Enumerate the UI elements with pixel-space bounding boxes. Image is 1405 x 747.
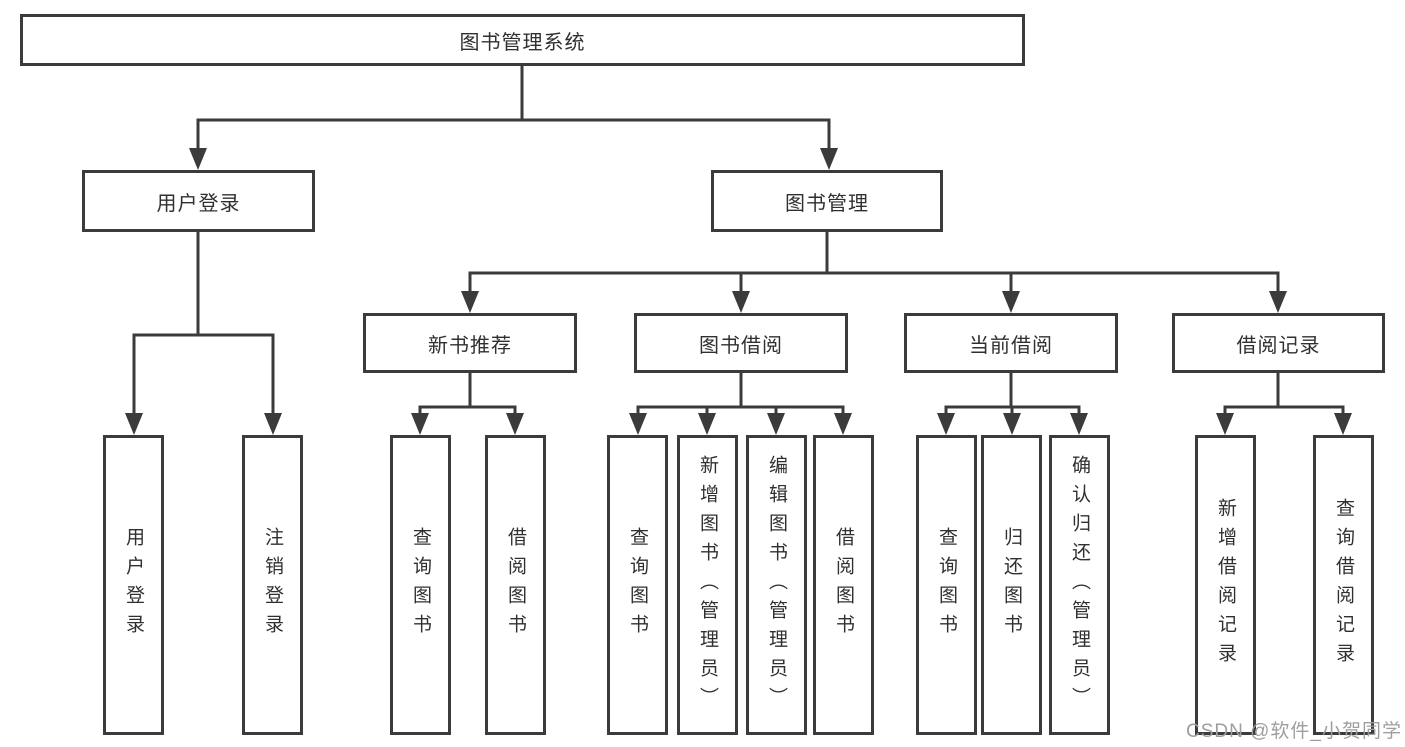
node-label: 当前借阅 [969, 334, 1053, 357]
node-return-books: 归还图书 [981, 435, 1042, 735]
node-label: 借阅记录 [1236, 334, 1321, 357]
node-confirm-return-admin: 确认归还（管理员） [1049, 435, 1110, 735]
node-label: 查询图书 [410, 527, 431, 643]
node-user-login-action: 用户登录 [103, 435, 164, 735]
node-logout: 注销登录 [242, 435, 303, 735]
node-label: 归还图书 [1001, 527, 1022, 643]
node-new-book-recommend: 新书推荐 [363, 313, 577, 373]
node-label: 图书管理 [785, 192, 869, 215]
csdn-watermark: CSDN @软件_小贺同学 [1186, 721, 1402, 742]
node-label: 图书借阅 [699, 334, 783, 357]
node-add-borrow-record: 新增借阅记录 [1195, 435, 1256, 735]
node-label: 编辑图书（管理员） [766, 454, 787, 716]
node-query-borrow-record: 查询借阅记录 [1313, 435, 1374, 735]
node-label: 用户登录 [156, 192, 241, 215]
node-label: 用户登录 [123, 527, 144, 643]
node-current-borrowing: 当前借阅 [904, 313, 1118, 373]
node-label: 借阅图书 [505, 527, 526, 643]
node-borrowing-records: 借阅记录 [1172, 313, 1385, 373]
node-label: 注销登录 [262, 527, 283, 643]
node-label: 确认归还（管理员） [1069, 454, 1090, 716]
node-label: 查询借阅记录 [1333, 498, 1354, 672]
node-query-books-recommend: 查询图书 [390, 435, 451, 735]
node-label: 图书管理系统 [459, 31, 586, 54]
node-edit-books-admin: 编辑图书（管理员） [746, 435, 807, 735]
node-label: 借阅图书 [833, 527, 854, 643]
node-label: 查询图书 [627, 527, 648, 643]
node-borrow-books-recommend: 借阅图书 [485, 435, 546, 735]
node-book-borrowing: 图书借阅 [634, 313, 848, 373]
node-user-login-module: 用户登录 [82, 170, 315, 232]
node-query-books-borrow: 查询图书 [607, 435, 668, 735]
node-label: 新增借阅记录 [1215, 498, 1236, 672]
node-query-books-current: 查询图书 [916, 435, 977, 735]
node-book-management-system: 图书管理系统 [20, 14, 1025, 66]
node-label: 新增图书（管理员） [697, 454, 718, 716]
node-book-management-module: 图书管理 [711, 170, 943, 232]
node-add-books-admin: 新增图书（管理员） [677, 435, 738, 735]
node-label: 查询图书 [936, 527, 957, 643]
node-borrow-books: 借阅图书 [813, 435, 874, 735]
node-label: 新书推荐 [428, 334, 512, 357]
